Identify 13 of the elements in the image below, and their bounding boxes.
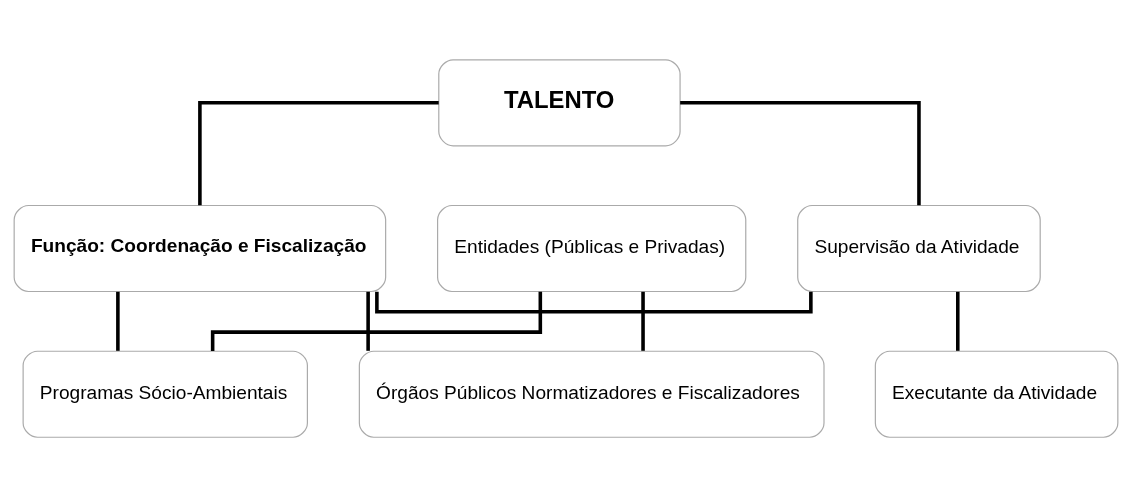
node-box: Função: Coordenação e Fiscalização <box>13 204 387 293</box>
node-box: TALENTO <box>438 59 681 147</box>
connector <box>956 291 960 351</box>
node-box: Executante da Atividade <box>874 350 1119 438</box>
connector <box>680 101 921 206</box>
connector <box>198 101 439 206</box>
connector <box>641 291 645 351</box>
connector <box>116 291 120 351</box>
node-box: Programas Sócio-Ambientais <box>22 350 308 438</box>
connector <box>366 291 370 351</box>
node-box: Entidades (Públicas e Privadas) <box>437 204 747 293</box>
node-box: Supervisão da Atividade <box>797 204 1041 293</box>
node-box: Órgãos Públicos Normatizadores e Fiscalizadores <box>358 350 825 438</box>
